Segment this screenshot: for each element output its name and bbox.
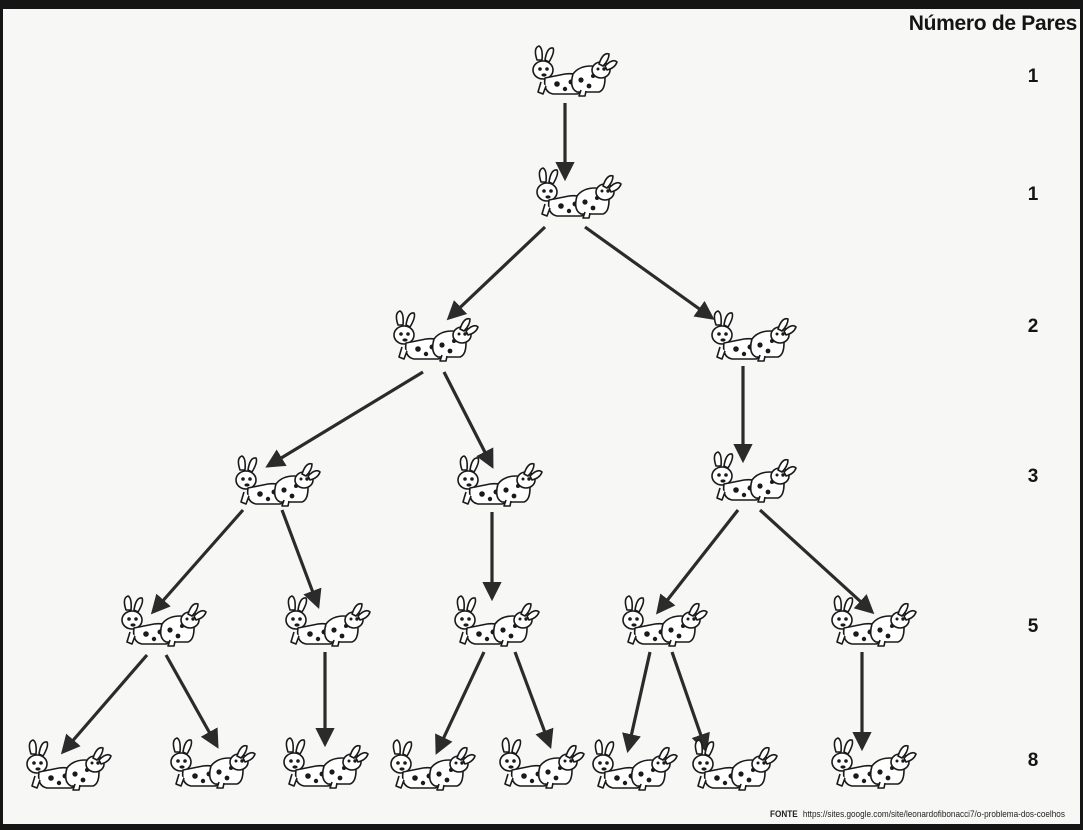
rabbit-pair-icon	[592, 739, 678, 791]
rabbit-pair-icon	[454, 595, 540, 647]
pair-count-generation-6: 8	[1027, 750, 1039, 771]
arrow-g4c-to-g5-left	[656, 509, 740, 615]
pair-count-generation-5: 5	[1027, 616, 1039, 637]
arrow-g4a-to-g5-left	[150, 508, 245, 615]
column-header-numero-de-pares: Número de Pares	[908, 12, 1078, 35]
rabbit-pair-icon	[711, 310, 797, 362]
rabbit-pair-icon	[532, 45, 618, 97]
rabbit-pair-icon	[285, 595, 371, 647]
arrow-g5a-to-g6-right	[164, 654, 219, 749]
rabbit-pair-icon	[393, 310, 479, 362]
rabbit-pair-icon	[536, 167, 622, 219]
arrow-g5d-to-g6-right	[670, 651, 710, 754]
arrow-g4c-to-g5-right	[758, 508, 875, 615]
arrow-g5c-to-g6-left	[435, 651, 486, 755]
arrow-g4a-to-g5-right	[280, 509, 322, 609]
pair-count-generation-2: 1	[1027, 184, 1039, 205]
arrow-g3a-to-g4-right	[442, 371, 494, 469]
rabbit-pair-icon	[711, 451, 797, 503]
pair-count-generation-4: 3	[1027, 466, 1039, 487]
rabbit-pair-icon	[170, 737, 256, 789]
rabbit-pair-icon	[283, 737, 369, 789]
rabbit-pair-icon	[121, 595, 207, 647]
pair-count-generation-1: 1	[1027, 66, 1039, 87]
pair-count-generation-3: 2	[1027, 316, 1039, 337]
rabbit-pair-icon	[831, 595, 917, 647]
arrow-g2-to-g3-left	[446, 225, 547, 321]
source-url: https://sites.google.com/site/leonardofi…	[802, 809, 1065, 820]
arrow-g5d-to-g6-left	[622, 651, 652, 754]
arrow-g5a-to-g6-left	[60, 653, 149, 755]
arrow-g3a-to-g4-left	[265, 370, 424, 468]
source-label: FONTE	[770, 809, 798, 820]
rabbit-pair-icon	[457, 455, 543, 507]
rabbit-pair-icon	[235, 455, 321, 507]
rabbit-pair-icon	[831, 737, 917, 789]
source-citation: FONTE https://sites.google.com/site/leona…	[770, 809, 1065, 820]
arrow-g2-to-g3-right	[584, 225, 715, 320]
rabbit-pair-icon	[499, 737, 585, 789]
rabbit-pair-icon	[390, 739, 476, 791]
arrow-g5c-to-g6-right	[513, 651, 554, 749]
